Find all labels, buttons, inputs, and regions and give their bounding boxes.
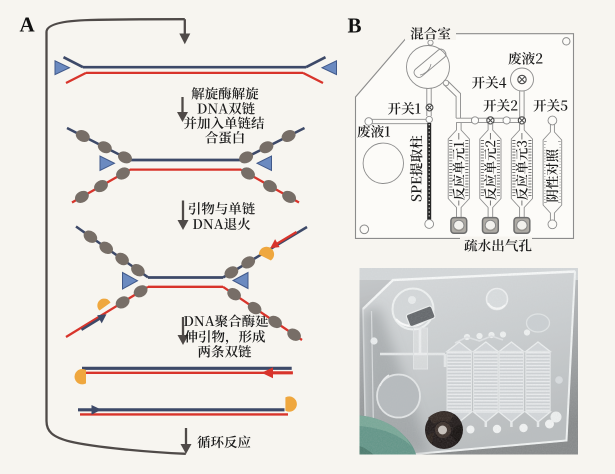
svg-text:A: A [20, 13, 36, 37]
svg-text:B: B [348, 14, 362, 38]
